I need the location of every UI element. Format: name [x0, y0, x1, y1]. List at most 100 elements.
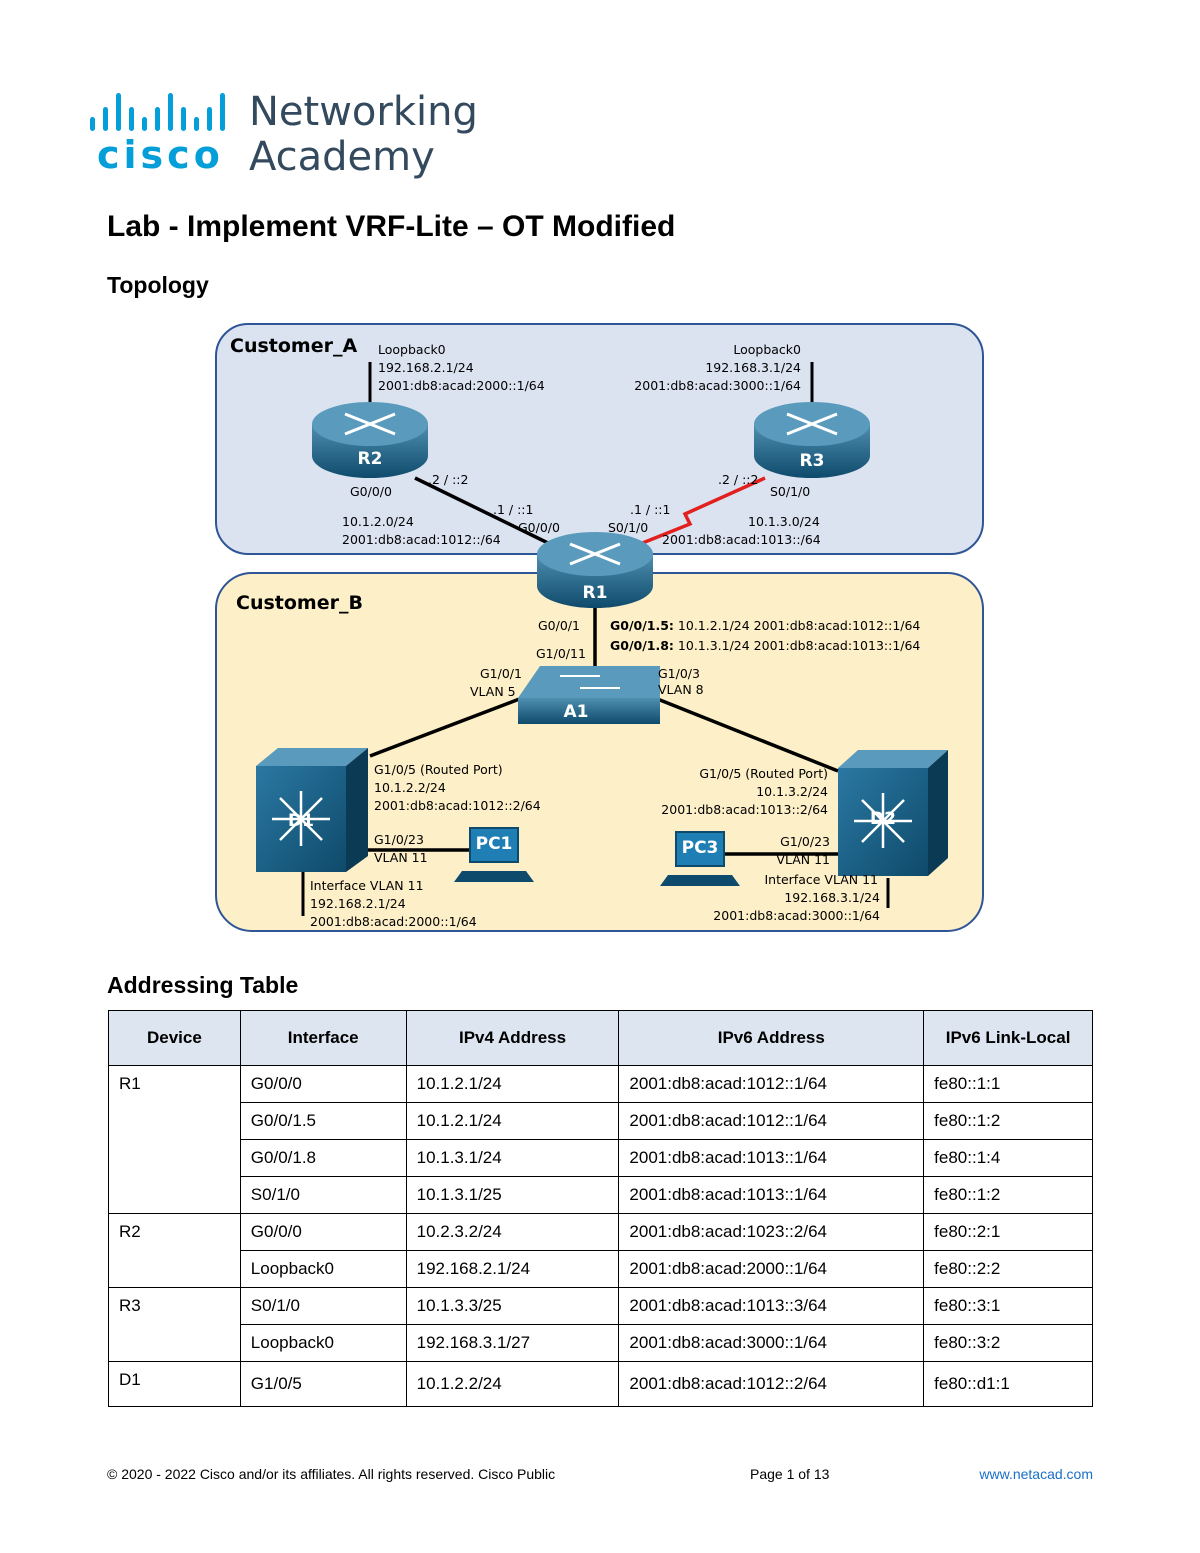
- header-device: Device: [108, 1010, 241, 1066]
- logo-networking: Networking: [249, 89, 478, 135]
- d2-svi-ipv4: 192.168.3.1/24: [784, 890, 880, 905]
- interface-cell: G0/0/0: [239, 1213, 407, 1251]
- document-title: Lab - Implement VRF-Lite – OT Modified: [107, 210, 676, 243]
- r1-host-address-r2: .1 / ::1: [493, 502, 533, 517]
- footer-copyright: © 2020 - 2022 Cisco and/or its affiliate…: [107, 1466, 556, 1482]
- router-r1-icon: [537, 532, 653, 608]
- customer-b-label: Customer_B: [236, 592, 363, 614]
- interface-cell: G1/0/5: [239, 1361, 407, 1407]
- subinterface-g0018: G0/0/1.8: 10.1.3.1/24 2001:db8:acad:1013…: [610, 638, 920, 653]
- device-cell: R2: [108, 1213, 241, 1288]
- r3-interface: S0/1/0: [770, 484, 810, 499]
- header-link-local: IPv6 Link-Local: [923, 1010, 1093, 1066]
- cisco-bridge-icon: [90, 93, 225, 131]
- subinterface-g0015: G0/0/1.5: 10.1.2.1/24 2001:db8:acad:1012…: [610, 618, 920, 633]
- r1-name: R1: [583, 583, 608, 603]
- link-a1-d2: [654, 696, 839, 773]
- serial-link-r1-r3: [639, 476, 766, 546]
- table-row: S0/1/0 10.1.3.1/25 2001:db8:acad:1013::1…: [109, 1176, 1093, 1214]
- r3-name: R3: [800, 451, 825, 471]
- d1-vlan11: VLAN 11: [374, 850, 428, 865]
- device-cell: D1: [108, 1361, 241, 1407]
- d2-vlan11: VLAN 11: [776, 852, 830, 867]
- ipv4-cell: 10.1.2.2/24: [405, 1361, 620, 1407]
- router-r2-icon: [312, 402, 428, 478]
- ipv6-cell: 2001:db8:acad:1023::2/64: [618, 1213, 925, 1251]
- interface-cell: G0/0/1.5: [239, 1102, 407, 1140]
- d2-name: D2: [870, 809, 896, 829]
- table-row: R3 S0/1/0 10.1.3.3/25 2001:db8:acad:1013…: [108, 1287, 1093, 1362]
- d2-svi-label: Interface VLAN 11: [764, 872, 878, 887]
- link-a1-d1: [369, 696, 523, 758]
- r3-loopback-ipv4: 192.168.3.1/24: [705, 360, 801, 375]
- link-local-cell: fe80::2:1: [923, 1213, 1093, 1251]
- link-local-cell: fe80::2:2: [923, 1250, 1093, 1288]
- device-cell: R3: [108, 1287, 241, 1362]
- d1-g105-ipv4: 10.1.2.2/24: [374, 780, 446, 795]
- pc3-icon: [660, 831, 740, 886]
- multilayer-switch-d2-icon: [838, 750, 948, 876]
- cisco-wordmark: cisco: [97, 133, 224, 177]
- a1-name: A1: [564, 702, 589, 722]
- r1-interface-g001: G0/0/1: [538, 618, 580, 633]
- link-local-cell: fe80::1:1: [923, 1065, 1093, 1103]
- ipv6-cell: 2001:db8:acad:1012::1/64: [618, 1102, 925, 1140]
- d1-svi-ipv4: 192.168.2.1/24: [310, 896, 406, 911]
- table-row: G0/0/1.8 10.1.3.1/24 2001:db8:acad:1013:…: [109, 1139, 1093, 1177]
- interface-cell: S0/1/0: [239, 1176, 407, 1214]
- ipv4-cell: 10.1.3.1/25: [405, 1176, 620, 1214]
- table-header-row: Device Interface IPv4 Address IPv6 Addre…: [108, 1010, 1093, 1066]
- r3-host-address: .2 / ::2: [718, 472, 758, 487]
- a1-vlan5: VLAN 5: [470, 684, 516, 699]
- ipv6-cell: 2001:db8:acad:2000::1/64: [618, 1250, 925, 1288]
- table-row: R2 G0/0/0 10.2.3.2/24 2001:db8:acad:1023…: [108, 1213, 1093, 1288]
- link-local-cell: fe80::1:4: [923, 1139, 1093, 1177]
- ipv4-cell: 10.1.2.1/24: [405, 1102, 620, 1140]
- interface-cell: Loopback0: [239, 1324, 407, 1362]
- ipv6-cell: 2001:db8:acad:1013::1/64: [618, 1176, 925, 1214]
- a1-interface-g103: G1/0/3: [658, 666, 700, 681]
- r1-host-address-r3: .1 / ::1: [630, 502, 670, 517]
- r3-loopback-name: Loopback0: [733, 342, 801, 357]
- d1-g1023-label: G1/0/23: [374, 832, 424, 847]
- router-r3-icon: [754, 402, 870, 478]
- a1-vlan8: VLAN 8: [658, 682, 704, 697]
- a1-interface-g101: G1/0/1: [480, 666, 522, 681]
- d1-g105-ipv6: 2001:db8:acad:1012::2/64: [374, 798, 541, 813]
- r1-interface-g000: G0/0/0: [518, 520, 560, 535]
- net-r1-r2-ipv4: 10.1.2.0/24: [342, 514, 414, 529]
- ipv6-cell: 2001:db8:acad:1013::3/64: [618, 1287, 925, 1325]
- ipv4-cell: 192.168.2.1/24: [405, 1250, 620, 1288]
- d1-g105-label: G1/0/5 (Routed Port): [374, 762, 503, 777]
- table-row: Loopback0 192.168.2.1/24 2001:db8:acad:2…: [109, 1250, 1093, 1288]
- interface-cell: G0/0/1.8: [239, 1139, 407, 1177]
- r2-host-address: .2 / ::2: [428, 472, 468, 487]
- r3-loopback-ipv6: 2001:db8:acad:3000::1/64: [634, 378, 801, 393]
- r1-interface-s010: S0/1/0: [608, 520, 648, 535]
- footer-netacad-link[interactable]: www.netacad.com: [979, 1466, 1093, 1482]
- d1-svi-label: Interface VLAN 11: [310, 878, 424, 893]
- header-interface: Interface: [239, 1010, 407, 1066]
- net-r1-r2-ipv6: 2001:db8:acad:1012::/64: [342, 532, 501, 547]
- interface-cell: G0/0/0: [239, 1065, 407, 1103]
- link-local-cell: fe80::3:1: [923, 1287, 1093, 1325]
- device-cell: R1: [108, 1065, 241, 1214]
- ipv4-cell: 192.168.3.1/27: [405, 1324, 620, 1362]
- net-r1-r3-ipv6: 2001:db8:acad:1013::/64: [662, 532, 821, 547]
- topology-diagram: Customer_A Customer_B R2 R3 R1: [215, 323, 984, 932]
- r2-interface: G0/0/0: [350, 484, 392, 499]
- switch-a1-icon: [518, 666, 660, 724]
- addressing-table-heading: Addressing Table: [107, 972, 299, 998]
- pc3-name: PC3: [682, 838, 719, 858]
- link-local-cell: fe80::d1:1: [923, 1361, 1093, 1407]
- ipv6-cell: 2001:db8:acad:1013::1/64: [618, 1139, 925, 1177]
- table-row: D1 G1/0/5 10.1.2.2/24 2001:db8:acad:1012…: [108, 1361, 1093, 1407]
- d1-svi-ipv6: 2001:db8:acad:2000::1/64: [310, 914, 477, 929]
- ipv4-cell: 10.1.3.3/25: [405, 1287, 620, 1325]
- r2-name: R2: [358, 449, 383, 469]
- net-r1-r3-ipv4: 10.1.3.0/24: [748, 514, 820, 529]
- interface-cell: S0/1/0: [239, 1287, 407, 1325]
- link-local-cell: fe80::1:2: [923, 1102, 1093, 1140]
- ipv6-cell: 2001:db8:acad:1012::2/64: [618, 1361, 925, 1407]
- ipv6-cell: 2001:db8:acad:1012::1/64: [618, 1065, 925, 1103]
